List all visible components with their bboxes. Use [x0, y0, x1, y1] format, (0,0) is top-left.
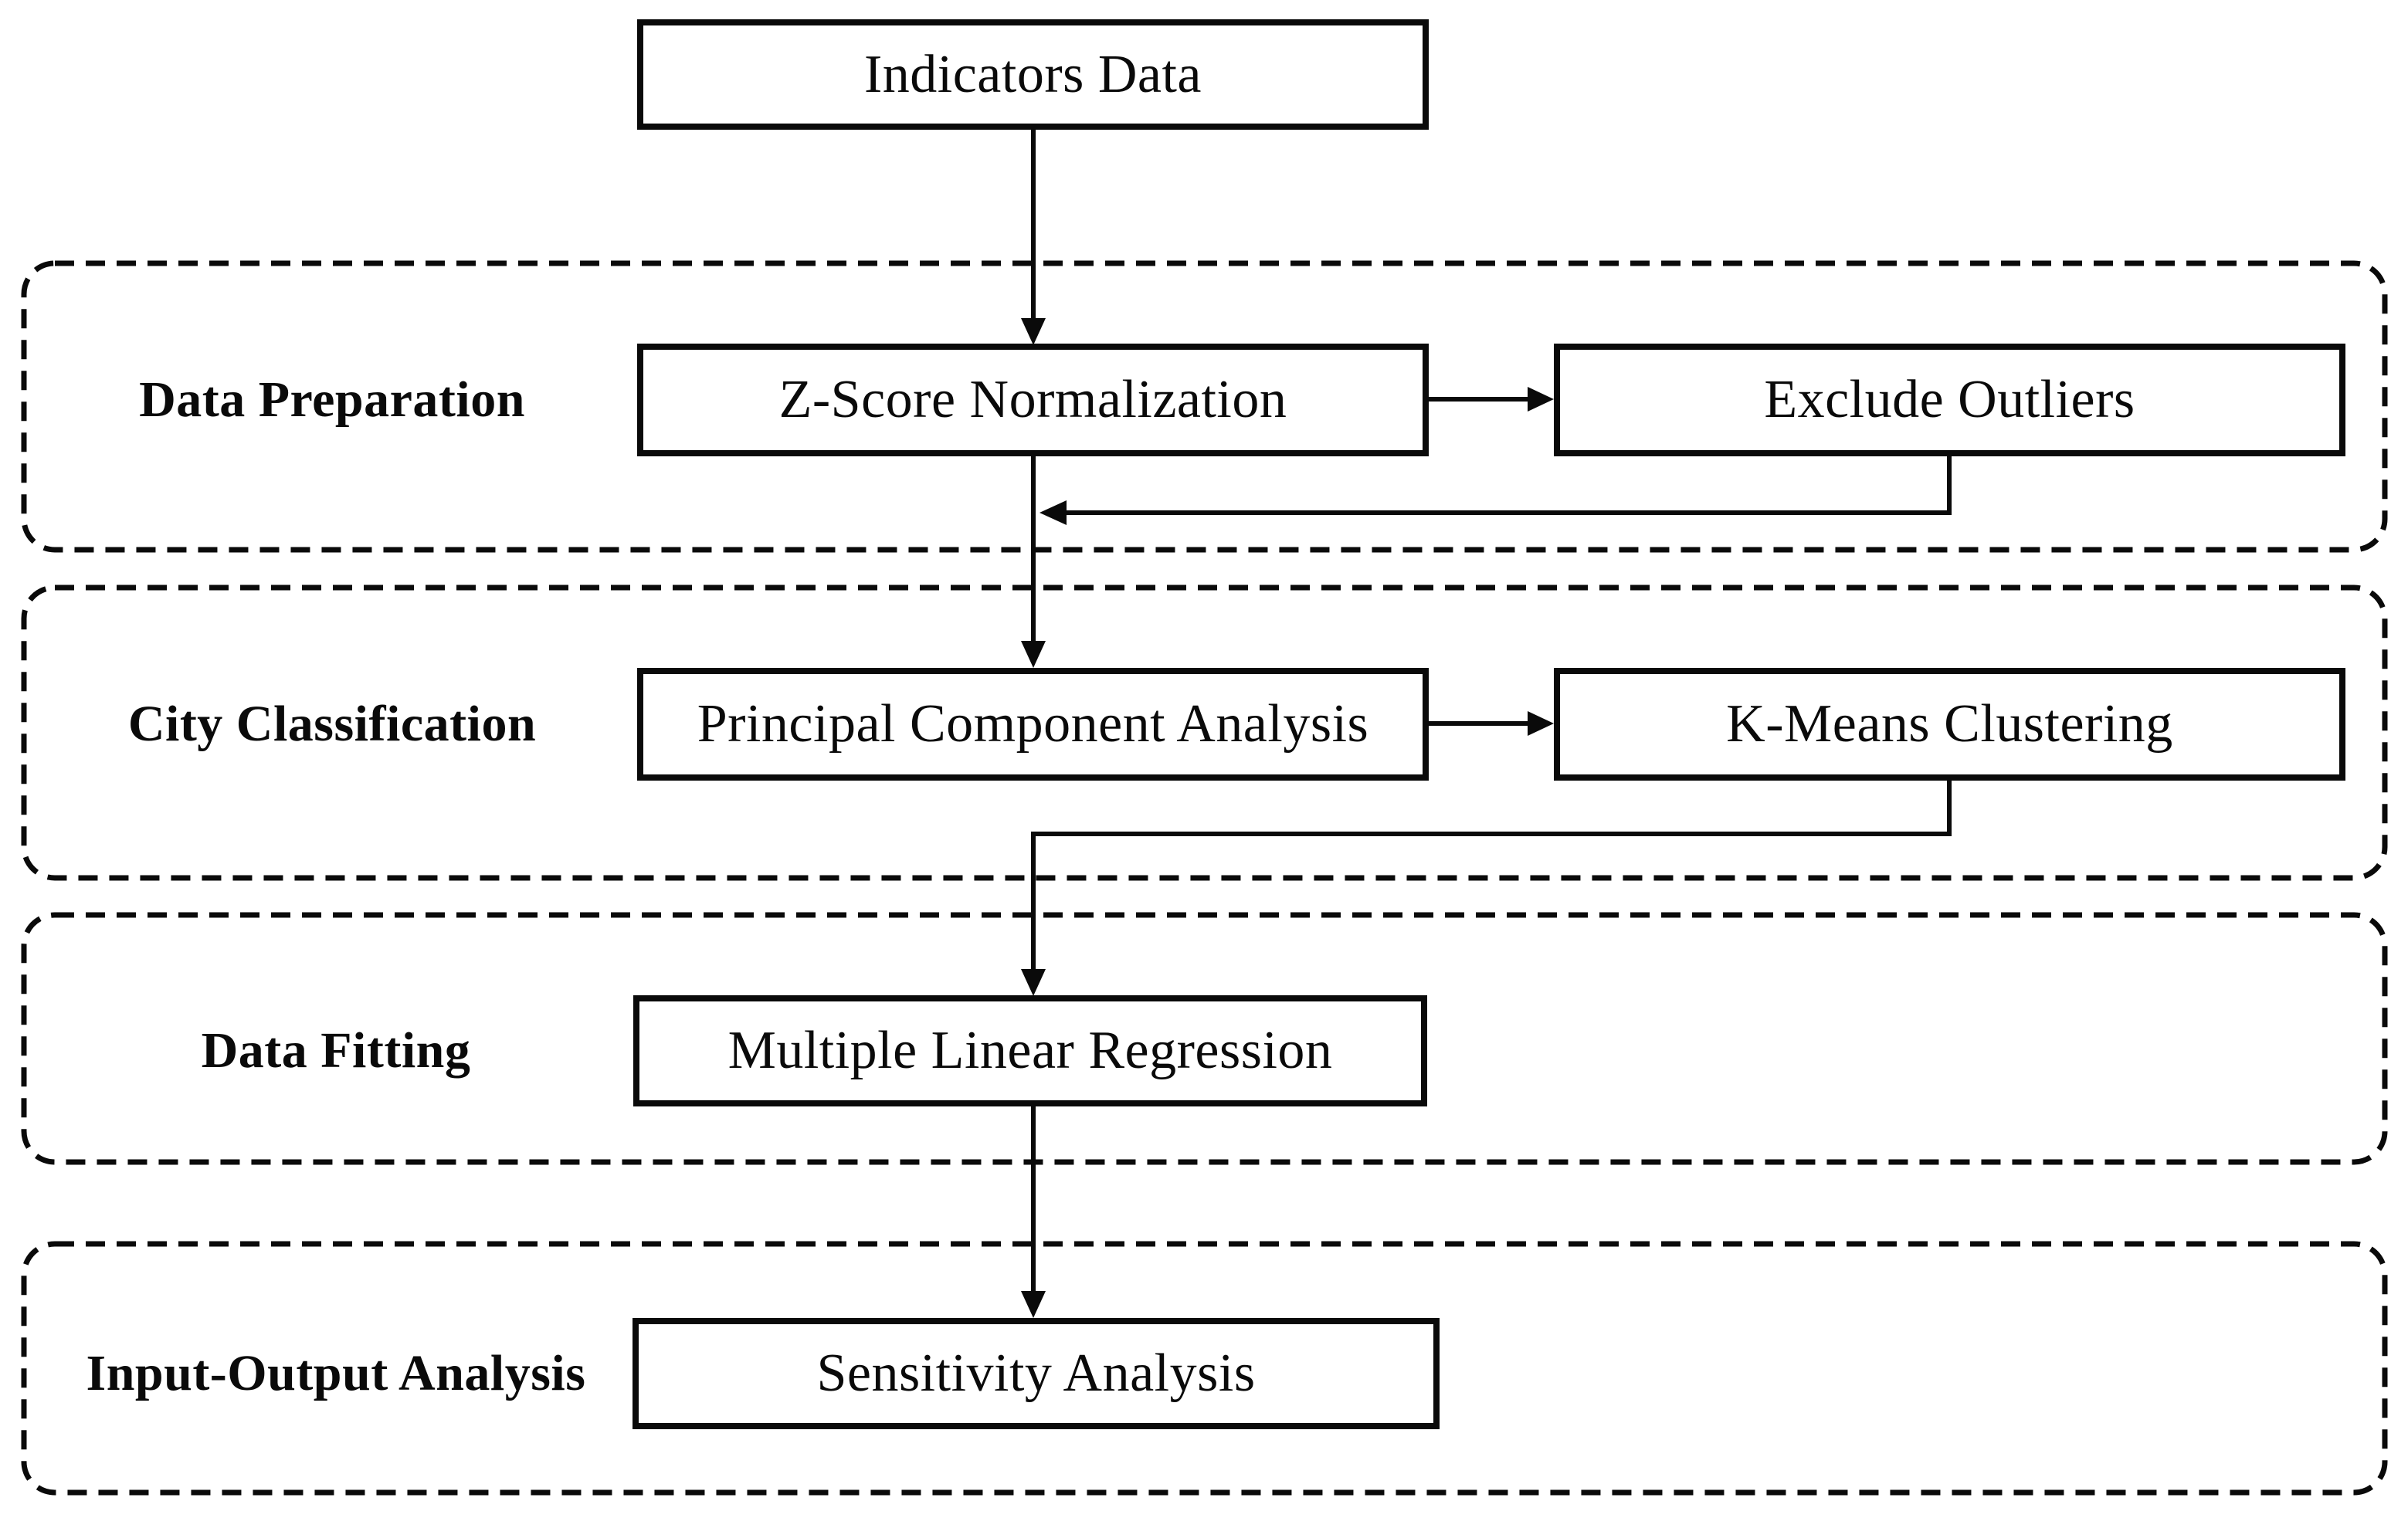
arrowhead-right-icon	[1528, 711, 1554, 736]
arrowhead-down-icon	[1021, 318, 1046, 345]
arrowhead-down-icon	[1021, 969, 1046, 996]
section-label-data-preparation: Data Preparation	[23, 344, 641, 456]
section-label-data-fitting-text: Data Fitting	[201, 1022, 471, 1079]
box-principal-component-analysis-label: Principal Component Analysis	[697, 694, 1369, 754]
section-outline-input-output-analysis	[21, 1241, 2388, 1496]
box-multiple-linear-regression-label: Multiple Linear Regression	[727, 1021, 1333, 1080]
box-indicators-data-label: Indicators Data	[863, 44, 1202, 104]
connector-kmeans-to-regression	[1031, 780, 1952, 991]
section-label-input-output-analysis: Input-Output Analysis	[23, 1318, 649, 1429]
arrowhead-right-icon	[1528, 387, 1554, 412]
section-label-data-preparation-text: Data Preparation	[139, 371, 525, 428]
box-exclude-outliers: Exclude Outliers	[1554, 344, 2345, 456]
box-indicators-data: Indicators Data	[637, 19, 1429, 130]
arrowhead-down-icon	[1021, 1291, 1046, 1318]
section-label-input-output-analysis-text: Input-Output Analysis	[86, 1345, 586, 1401]
section-outline-city-classification	[21, 584, 2388, 881]
box-zscore-normalization-label: Z-Score Normalization	[778, 370, 1287, 429]
arrowhead-left-icon	[1040, 500, 1067, 525]
arrowhead-down-icon	[1021, 641, 1046, 668]
box-zscore-normalization: Z-Score Normalization	[637, 344, 1429, 456]
section-label-city-classification: City Classification	[23, 668, 641, 781]
box-kmeans-clustering: K-Means Clustering	[1554, 668, 2345, 781]
box-principal-component-analysis: Principal Component Analysis	[637, 668, 1429, 781]
section-outline-data-preparation	[21, 260, 2388, 553]
box-kmeans-clustering-label: K-Means Clustering	[1726, 694, 2173, 754]
box-exclude-outliers-label: Exclude Outliers	[1764, 370, 2135, 429]
box-multiple-linear-regression: Multiple Linear Regression	[633, 995, 1427, 1106]
box-sensitivity-analysis-label: Sensitivity Analysis	[816, 1343, 1256, 1403]
section-outline-data-fitting	[21, 912, 2388, 1165]
box-sensitivity-analysis: Sensitivity Analysis	[633, 1318, 1440, 1429]
connector-exclude-return	[1047, 456, 1952, 515]
section-label-city-classification-text: City Classification	[127, 696, 537, 752]
section-label-data-fitting: Data Fitting	[23, 995, 649, 1106]
